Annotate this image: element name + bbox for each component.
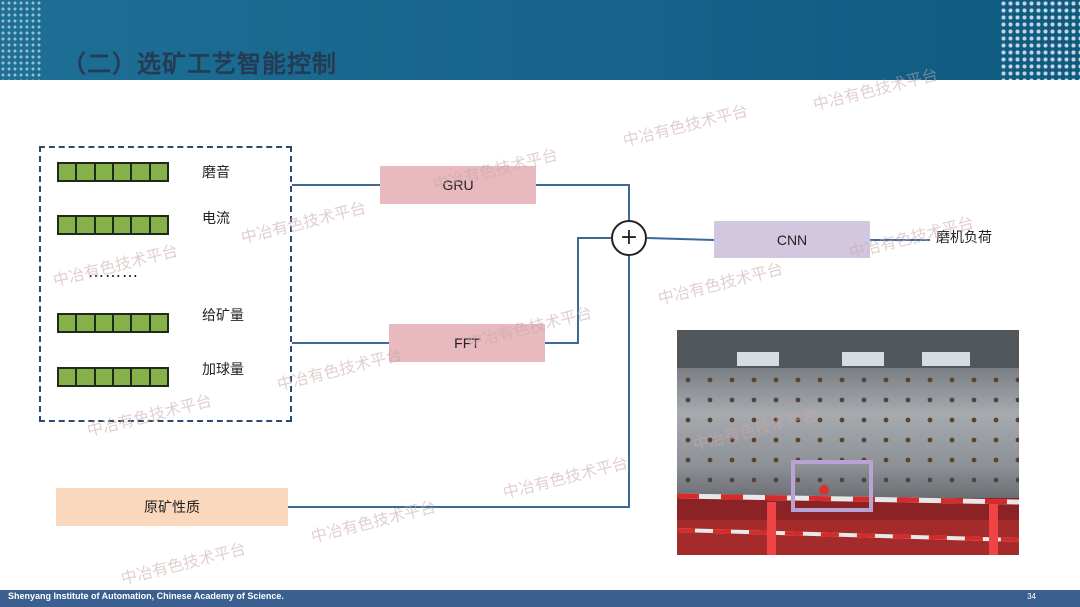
feature-ellipsis: ……… <box>88 262 139 281</box>
ball-mill-photo <box>677 330 1019 555</box>
feature-input-box <box>39 146 292 422</box>
page-number: 34 <box>1027 592 1036 601</box>
bar-cell <box>132 164 151 180</box>
bar-cell <box>59 164 78 180</box>
bar-cell <box>59 315 78 331</box>
bar-cell <box>96 164 114 180</box>
fft-block: FFT <box>389 324 545 362</box>
feature-bar-ore-feed <box>57 313 169 333</box>
bar-cell <box>77 217 96 233</box>
sum-node-icon: + <box>611 220 647 256</box>
line-gru-to-plus <box>536 184 630 220</box>
feature-bar-current <box>57 215 169 235</box>
bar-cell <box>151 164 167 180</box>
bar-cell <box>151 315 167 331</box>
bar-cell <box>132 369 151 385</box>
bar-cell <box>77 369 96 385</box>
bar-cell <box>96 369 114 385</box>
line-fft-to-plus <box>545 237 611 344</box>
header-dot-pattern-left <box>0 0 42 80</box>
bar-cell <box>96 315 114 331</box>
feature-label-ball-addition: 加球量 <box>202 362 244 378</box>
ore-property-block: 原矿性质 <box>56 488 288 526</box>
feature-label-mill-sound: 磨音 <box>202 165 230 181</box>
bar-cell <box>59 369 78 385</box>
cnn-block: CNN <box>714 221 870 258</box>
line-ore-to-plus <box>288 256 630 508</box>
header-dot-pattern-right <box>1000 0 1080 80</box>
feature-bar-mill-sound <box>57 162 169 182</box>
bar-cell <box>114 369 133 385</box>
feature-label-ore-feed: 给矿量 <box>202 308 244 324</box>
photo-highlight-box <box>791 460 873 512</box>
feature-bar-ball-addition <box>57 367 169 387</box>
slide-header <box>0 0 1080 80</box>
bar-cell <box>77 315 96 331</box>
output-label-mill-load: 磨机负荷 <box>936 230 992 246</box>
bar-cell <box>151 369 167 385</box>
gru-block: GRU <box>380 166 536 204</box>
line-plus-to-cnn <box>646 237 715 241</box>
bar-cell <box>132 217 151 233</box>
bar-cell <box>59 217 78 233</box>
slide-footer: Shenyang Institute of Automation, Chines… <box>0 590 1080 607</box>
bar-cell <box>132 315 151 331</box>
feature-label-current: 电流 <box>202 211 230 227</box>
bar-cell <box>77 164 96 180</box>
bar-cell <box>114 315 133 331</box>
bar-cell <box>96 217 114 233</box>
bar-cell <box>114 217 133 233</box>
bar-cell <box>151 217 167 233</box>
footer-institution: Shenyang Institute of Automation, Chines… <box>8 591 284 601</box>
slide-title: （二）选矿工艺智能控制 <box>62 50 337 78</box>
bar-cell <box>114 164 133 180</box>
